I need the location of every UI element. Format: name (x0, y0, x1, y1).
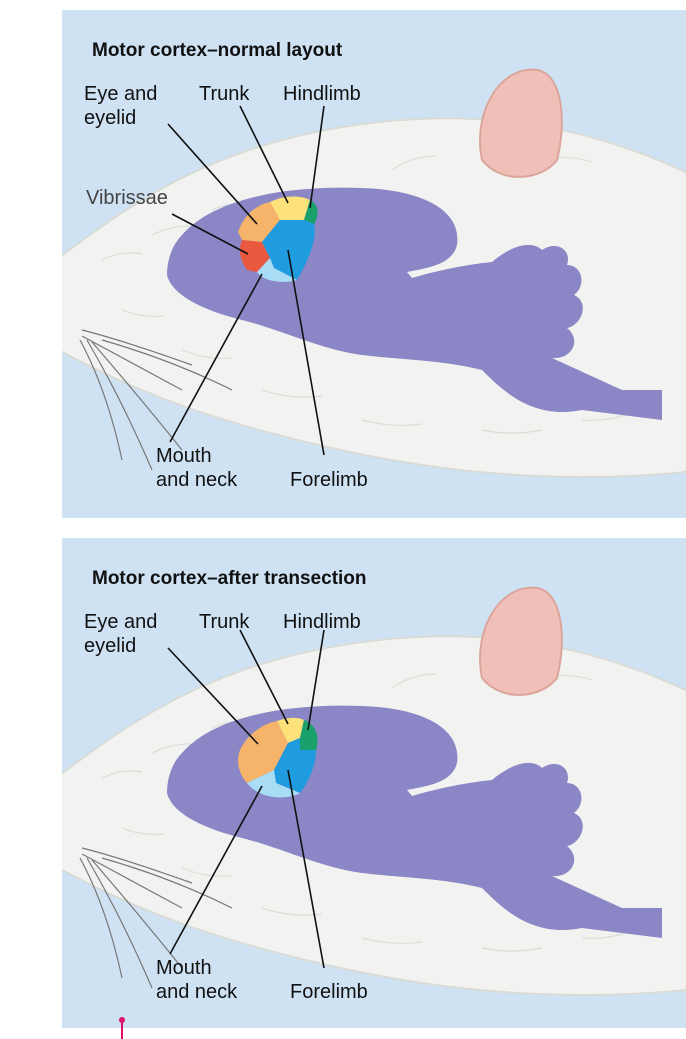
pin-marker-stem (121, 1020, 123, 1039)
label-mouth-neck: Mouth and neck (156, 956, 237, 1004)
label-hindlimb: Hindlimb (283, 610, 361, 634)
panel-after-transection: Motor cortex–after transection Eye and e… (62, 538, 686, 1028)
panel-normal-layout: Motor cortex–normal layout Eye and eyeli… (62, 10, 686, 518)
label-trunk: Trunk (199, 610, 249, 634)
label-mouth-neck: Mouth and neck (156, 444, 237, 492)
label-eye-eyelid: Eye and eyelid (84, 82, 157, 130)
label-hindlimb: Hindlimb (283, 82, 361, 106)
label-forelimb: Forelimb (290, 980, 368, 1004)
panel-title: Motor cortex–normal layout (92, 40, 342, 62)
label-eye-eyelid: Eye and eyelid (84, 610, 157, 658)
label-forelimb: Forelimb (290, 468, 368, 492)
rat-ear (480, 70, 562, 177)
rat-ear (480, 588, 562, 695)
label-vibrissae: Vibrissae (86, 186, 168, 210)
label-trunk: Trunk (199, 82, 249, 106)
panel-title: Motor cortex–after transection (92, 568, 367, 590)
